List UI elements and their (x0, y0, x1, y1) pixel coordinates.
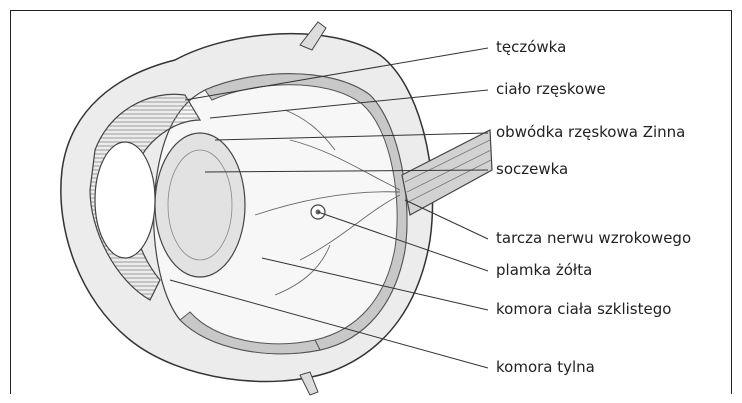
label-soczewka: soczewka (496, 160, 568, 178)
label-komora-tylna: komora tylna (496, 358, 595, 376)
label-plamka-zolta: plamka żółta (496, 261, 592, 279)
label-tarcza-nerwu-wzrokowego: tarcza nerwu wzrokowego (496, 229, 691, 247)
lens-shape (155, 133, 245, 277)
cornea (95, 142, 155, 258)
label-teczowka: tęczówka (496, 38, 566, 56)
label-obwodka-rzeskowa-zinna: obwódka rzęskowa Zinna (496, 123, 685, 141)
label-cialo-rzeskowe: ciało rzęskowe (496, 80, 606, 98)
label-komora-ciala-szklistego: komora ciała szklistego (496, 300, 671, 318)
